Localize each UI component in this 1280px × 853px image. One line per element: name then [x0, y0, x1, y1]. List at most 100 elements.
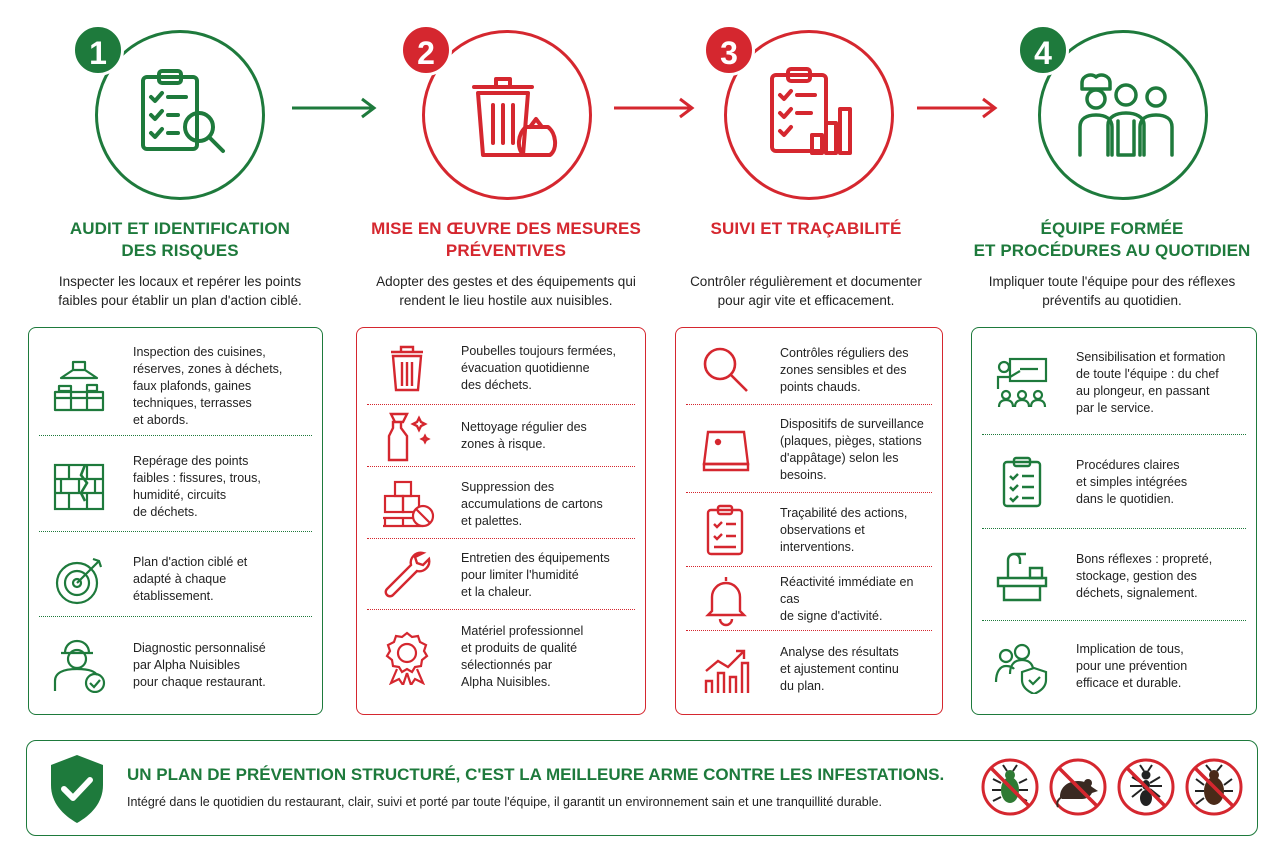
title-line: MISE EN ŒUVRE DES MESURES	[371, 219, 641, 238]
divider	[39, 616, 312, 617]
step-2-number: 2	[400, 24, 452, 76]
item-text: et abords.	[133, 412, 189, 427]
list-item: Sensibilisation et formation de toute l'…	[982, 336, 1246, 430]
list-item: Traçabilité des actions, observations et…	[686, 496, 932, 564]
trash-bin-icon	[391, 345, 423, 392]
item-text: Bons réflexes : propreté,	[1076, 551, 1213, 566]
spray-bottle-icon	[387, 412, 431, 462]
list-item: Plan d'action ciblé et adapté à chaque é…	[39, 538, 312, 620]
item-text: par Alpha Nuisibles	[133, 657, 241, 672]
step-4-title: ÉQUIPE FORMÉE ET PROCÉDURES AU QUOTIDIEN	[962, 218, 1262, 262]
step-1-number: 1	[72, 24, 124, 76]
list-item: Poubelles toujours fermées, évacuation q…	[367, 336, 635, 400]
item-text: et palettes.	[461, 513, 523, 528]
subtitle-line: préventifs au quotidien.	[1042, 293, 1182, 308]
checklist-icon	[706, 504, 744, 556]
item-text: de toute l'équipe : du chef	[1076, 367, 1219, 381]
sink-icon	[996, 552, 1048, 602]
item-text: zones à risque.	[461, 437, 546, 451]
divider	[367, 538, 635, 539]
item-text: pour limiter l'humidité	[461, 567, 579, 582]
item-text: Nettoyage régulier des	[461, 420, 587, 434]
list-item: Inspection des cuisines, réserves, zones…	[39, 338, 312, 434]
item-text: réserves, zones à déchets,	[133, 361, 283, 376]
arrow-1-icon	[292, 97, 377, 119]
divider	[686, 492, 932, 493]
list-item: Dispositifs de surveillance (plaques, pi…	[686, 408, 932, 492]
list-item: Nettoyage régulier des zones à risque.	[367, 408, 635, 464]
subtitle-line: Impliquer toute l'équipe pour des réflex…	[988, 274, 1236, 289]
item-text: faibles : fissures, trous,	[133, 471, 261, 485]
list-item: Entretien des équipements pour limiter l…	[367, 542, 635, 608]
no-beetle-icon	[1185, 758, 1243, 816]
step-1-panel: Inspection des cuisines, réserves, zones…	[28, 327, 323, 715]
shield-check-icon	[51, 755, 103, 823]
divider	[982, 434, 1246, 435]
subtitle-line: Adopter des gestes et des équipements qu…	[376, 274, 636, 289]
item-text: et ajustement continu	[780, 661, 899, 676]
title-line: ÉQUIPE FORMÉE	[1040, 219, 1184, 238]
step-1-subtitle: Inspecter les locaux et repérer les poin…	[30, 272, 330, 310]
subtitle-line: Contrôler régulièrement et documenter	[690, 274, 922, 289]
item-text: de déchets.	[133, 505, 198, 519]
divider	[39, 531, 312, 532]
growth-chart-icon	[704, 649, 750, 693]
trash-bag-icon	[472, 77, 557, 157]
step-4-panel: Sensibilisation et formation de toute l'…	[971, 327, 1257, 715]
step-4-subtitle: Impliquer toute l'équipe pour des réflex…	[962, 272, 1262, 310]
item-text: (plaques, pièges, stations	[780, 434, 922, 448]
divider	[686, 404, 932, 405]
subtitle-line: pour agir vite et efficacement.	[717, 293, 895, 308]
subtitle-line: faibles pour établir un plan d'action ci…	[58, 293, 302, 308]
divider	[982, 528, 1246, 529]
wrench-icon	[384, 551, 431, 598]
item-text: Inspection des cuisines,	[133, 344, 266, 359]
list-item: Bons réflexes : propreté, stockage, gest…	[982, 534, 1246, 618]
list-item: Matériel professionnel et produits de qu…	[367, 614, 635, 700]
banner-subtitle: Intégré dans le quotidien du restaurant,…	[127, 795, 882, 809]
item-text: sélectionnés par	[461, 658, 553, 672]
step-1-title: AUDIT ET IDENTIFICATION DES RISQUES	[30, 218, 330, 262]
no-rat-icon	[1049, 758, 1107, 816]
boxes-forbidden-icon	[383, 480, 435, 528]
no-ant-icon	[1117, 758, 1175, 816]
step-3-panel: Contrôles réguliers des zones sensibles …	[675, 327, 943, 715]
item-text: Dispositifs de surveillance	[780, 417, 924, 431]
divider	[39, 435, 312, 436]
item-text: évacuation quotidienne	[461, 360, 590, 375]
cracked-wall-icon	[53, 463, 105, 511]
divider	[367, 404, 635, 405]
step-1-circle	[95, 30, 265, 200]
item-text: stockage, gestion des	[1076, 568, 1197, 583]
quality-badge-icon	[385, 631, 429, 685]
bottom-banner: UN PLAN DE PRÉVENTION STRUCTURÉ, C'EST L…	[26, 740, 1258, 836]
divider	[982, 620, 1246, 621]
item-text: et produits de qualité	[461, 641, 578, 655]
item-text: au plongeur, en passant	[1076, 384, 1210, 398]
step-3-number: 3	[703, 24, 755, 76]
bell-icon	[705, 577, 747, 627]
arrow-3-icon	[917, 97, 998, 119]
title-line: PRÉVENTIVES	[445, 241, 567, 260]
item-text: adapté à chaque	[133, 571, 227, 586]
list-item: Repérage des points faibles : fissures, …	[39, 446, 312, 528]
arrow-2-icon	[614, 97, 695, 119]
clipboard-icon	[1002, 456, 1042, 508]
no-cockroach-icon	[981, 758, 1039, 816]
list-item: Diagnostic personnalisé par Alpha Nuisib…	[39, 624, 312, 706]
item-text: techniques, terrasses	[133, 395, 252, 410]
item-text: Diagnostic personnalisé	[133, 640, 266, 655]
step-2-panel: Poubelles toujours fermées, évacuation q…	[356, 327, 646, 715]
item-text: Repérage des points	[133, 454, 249, 468]
step-3-subtitle: Contrôler régulièrement et documenter po…	[656, 272, 956, 310]
bait-station-icon	[702, 430, 750, 472]
subtitle-line: rendent le lieu hostile aux nuisibles.	[399, 293, 613, 308]
item-text: Poubelles toujours fermées,	[461, 343, 616, 358]
magnifier-icon	[703, 347, 748, 392]
item-text: d'appâtage) selon les	[780, 451, 899, 465]
item-text: points chauds.	[780, 379, 861, 394]
target-icon	[55, 557, 103, 605]
list-item: Contrôles réguliers des zones sensibles …	[686, 336, 932, 404]
training-board-icon	[996, 357, 1048, 408]
item-text: des déchets.	[461, 377, 532, 392]
